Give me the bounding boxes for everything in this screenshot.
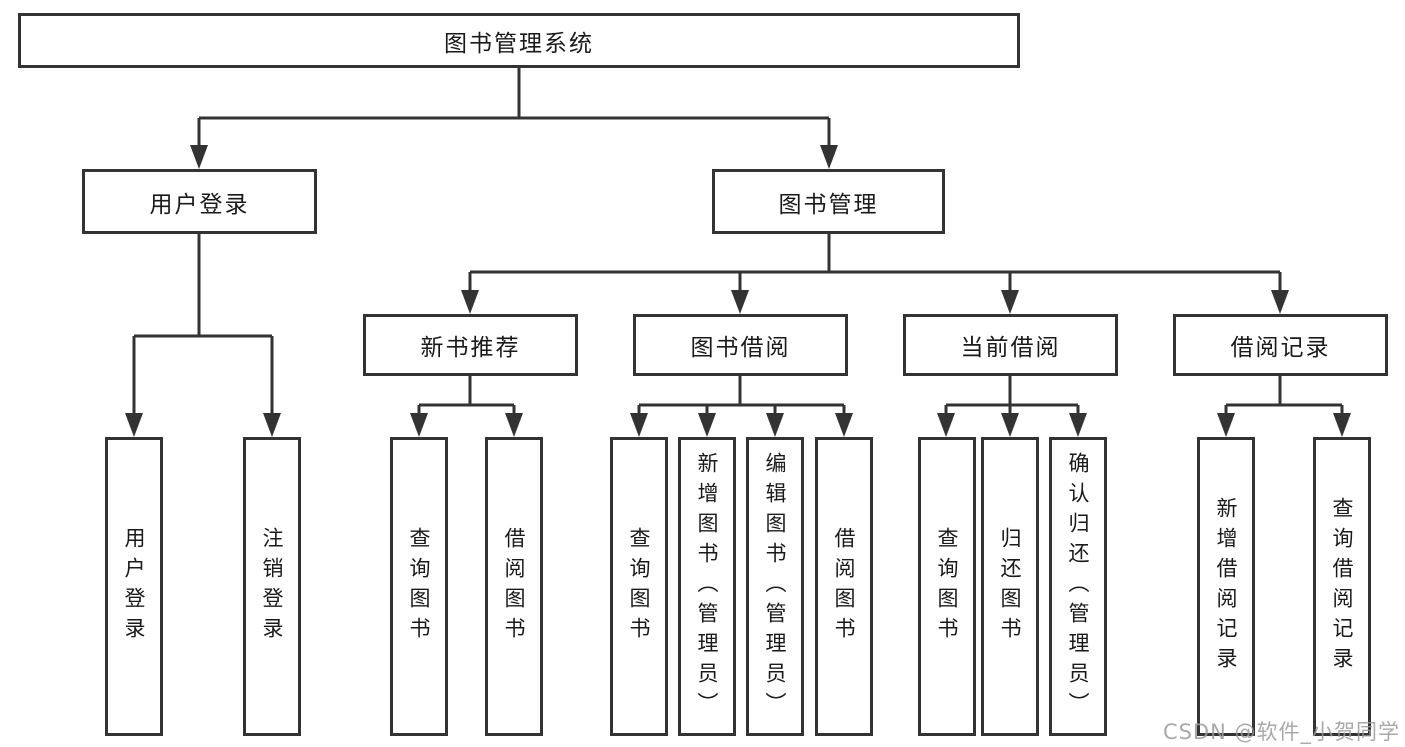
node-current-borrowing: 当前借阅 xyxy=(903,314,1118,376)
arrowhead-icon xyxy=(630,413,648,437)
node-borrowing-records: 借阅记录 xyxy=(1173,314,1388,376)
leaf-logout: 注销登录 xyxy=(243,437,301,736)
arrowhead-icon xyxy=(766,413,784,437)
arrowhead-icon xyxy=(698,413,716,437)
arrowhead-icon xyxy=(1217,413,1235,437)
connector-book-management-to-level3 xyxy=(461,234,1289,314)
connector-user-login-to-leaves xyxy=(125,234,281,437)
leaf-borrow-books-recommend: 借阅图书 xyxy=(485,437,543,736)
watermark: CSDN @软件_小贺同学 xyxy=(1162,720,1400,744)
leaf-borrow-books-borrowing: 借阅图书 xyxy=(815,437,873,736)
leaf-query-books-recommend: 查询图书 xyxy=(390,437,448,736)
connector-new-book-recommend-to-leaves xyxy=(410,376,523,437)
arrowhead-icon xyxy=(1333,413,1351,437)
arrowhead-icon xyxy=(410,413,428,437)
arrowhead-icon xyxy=(461,290,479,314)
arrowhead-icon xyxy=(1271,290,1289,314)
leaf-edit-book-admin: 编辑图书（管理员） xyxy=(746,437,804,736)
node-new-book-recommend: 新书推荐 xyxy=(363,314,578,376)
leaf-add-borrow-record: 新增借阅记录 xyxy=(1197,437,1255,736)
leaf-query-borrow-record: 查询借阅记录 xyxy=(1313,437,1371,736)
connector-current-borrowing-to-leaves xyxy=(937,376,1087,437)
leaf-return-books: 归还图书 xyxy=(981,437,1039,736)
connector-book-borrowing-to-leaves xyxy=(630,376,853,437)
arrowhead-icon xyxy=(505,413,523,437)
arrowhead-icon xyxy=(1001,290,1019,314)
arrowhead-icon xyxy=(1069,413,1087,437)
leaf-user-login: 用户登录 xyxy=(105,437,163,736)
arrowhead-icon xyxy=(820,145,838,169)
node-user-login: 用户登录 xyxy=(82,169,317,234)
arrowhead-icon xyxy=(190,145,208,169)
leaf-add-book-admin: 新增图书（管理员） xyxy=(678,437,736,736)
connector-root-to-level2 xyxy=(190,68,838,169)
leaf-query-books-current: 查询图书 xyxy=(918,437,976,736)
arrowhead-icon xyxy=(125,413,143,437)
arrowhead-icon xyxy=(1001,413,1019,437)
connector-borrowing-records-to-leaves xyxy=(1217,376,1351,437)
node-book-borrowing: 图书借阅 xyxy=(633,314,848,376)
arrowhead-icon xyxy=(731,290,749,314)
arrowhead-icon xyxy=(937,413,955,437)
node-book-management: 图书管理 xyxy=(712,169,945,234)
leaf-query-books-borrowing: 查询图书 xyxy=(610,437,668,736)
arrowhead-icon xyxy=(263,413,281,437)
leaf-confirm-return-admin: 确认归还（管理员） xyxy=(1049,437,1107,736)
node-library-system: 图书管理系统 xyxy=(18,13,1020,68)
arrowhead-icon xyxy=(835,413,853,437)
